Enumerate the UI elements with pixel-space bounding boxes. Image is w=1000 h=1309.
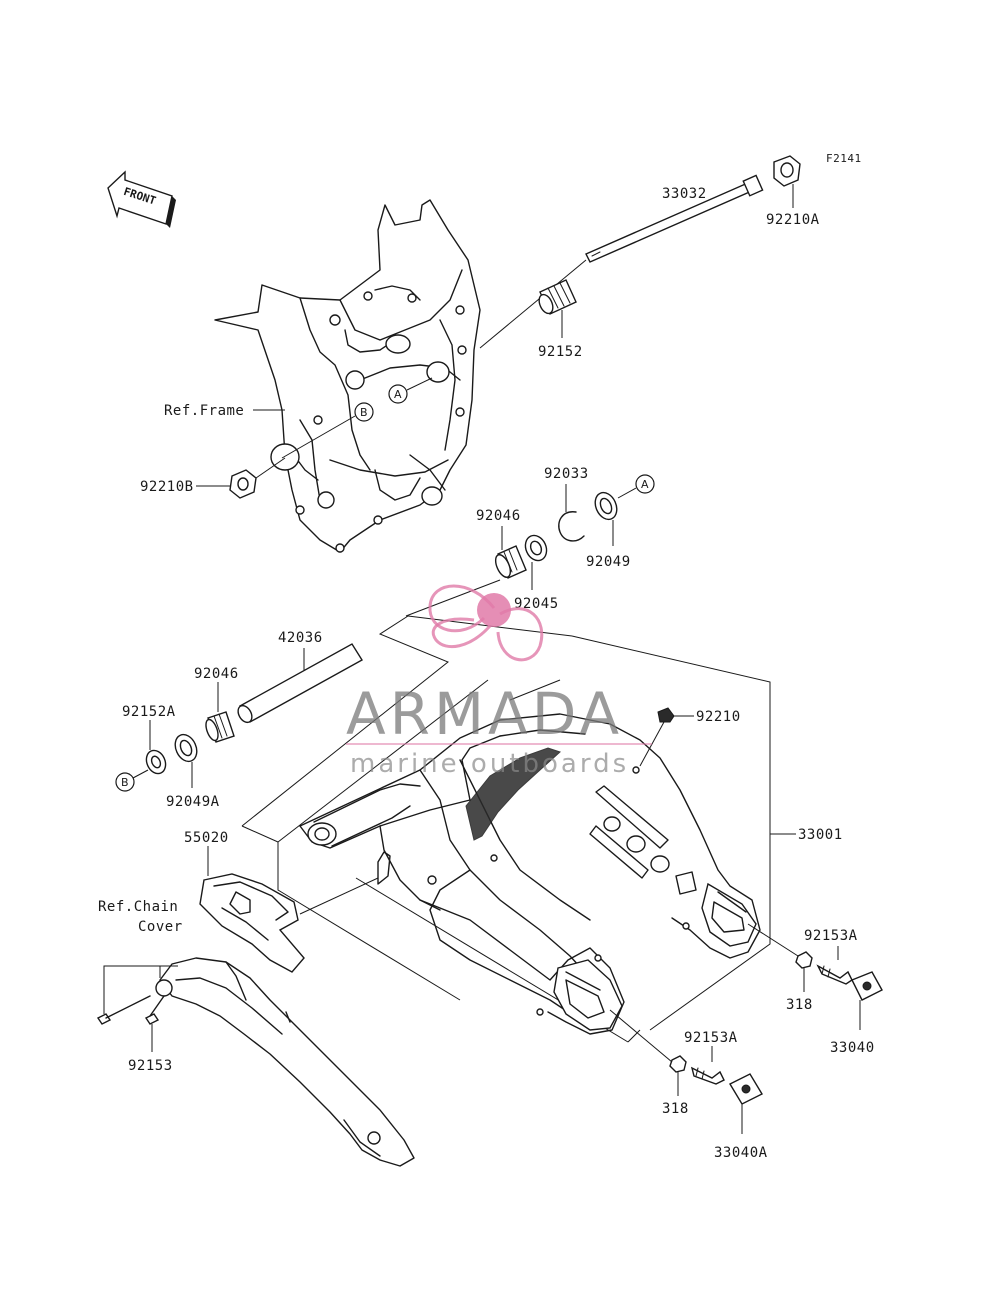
svg-text:A: A [641,478,649,491]
svg-text:B: B [360,406,368,419]
part-92046-left-label: 92046 [194,666,239,682]
part-92049a-label: 92049A [166,794,220,810]
part-92049-label: 92049 [586,554,631,570]
part-33001-bracket [571,635,796,1031]
part-33032-label: 33032 [662,186,707,202]
needle-bearing-92046-top [494,526,527,579]
pivot-shaft-33032 [479,174,764,349]
bolt-92153a-bottom [690,1046,725,1085]
part-92153a-right-label: 92153A [804,928,858,944]
collar-ref-marker-b: B [115,772,135,792]
collar-92152a [132,720,167,779]
oil-seal-92049 [594,487,637,546]
part-33001-label: 33001 [798,827,843,843]
part-318-right-label: 318 [786,997,813,1013]
frame-ref-marker-a: A [388,377,433,404]
swingarm-33001 [299,713,761,1035]
circlip-92033 [558,484,585,542]
seal-ref-marker-a: A [635,474,655,494]
frame-ref-marker-b: B [281,402,374,459]
adjuster-33040 [851,971,883,1030]
part-92152-label: 92152 [538,344,583,360]
sleeve-42036 [237,643,363,724]
left-axle-leader [609,1009,673,1063]
adjuster-33040a [729,1073,763,1134]
needle-bearing-92046-left [205,682,235,743]
armada-watermark: ARMADA marine outboards [346,584,652,779]
part-92210b-label: 92210B [140,479,194,495]
chain-cover-ref [155,957,415,1167]
part-33040a-label: 33040A [714,1145,768,1161]
collar-92152 [538,279,577,338]
part-33040-label: 33040 [830,1040,875,1056]
svg-text:A: A [394,388,402,401]
svg-text:B: B [121,776,129,789]
part-92210a-label: 92210A [766,212,820,228]
grease-nipple-92210 [639,707,694,767]
axle-slot-left [553,959,623,1031]
right-axle-leader [747,923,799,957]
nut-92210a [773,155,801,208]
part-92033-label: 92033 [544,466,589,482]
frame-outline [214,199,481,553]
nut-318-bottom [669,1055,687,1096]
part-318-bottom-label: 318 [662,1101,689,1117]
part-55020-label: 55020 [184,830,229,846]
bolt-92153a-right [816,946,853,985]
ref-chain-cover-label-1: Ref.Chain [98,899,178,915]
bolt-92153-a [96,995,151,1025]
bolt-92153-b [144,995,165,1052]
ball-bearing-92045 [524,534,548,590]
part-42036-label: 42036 [278,630,323,646]
part-92153-label: 92153 [128,1058,173,1074]
part-92046-top-label: 92046 [476,508,521,524]
watermark-subtitle: marine outboards [350,749,629,779]
part-92153a-bottom-label: 92153A [684,1030,738,1046]
ref-frame-label: Ref.Frame [164,403,244,419]
axle-slot-right [701,882,757,947]
front-arrow-icon: FRONT [107,170,176,228]
propeller-logo-icon [428,584,544,662]
figure-code: F2141 [826,152,862,165]
chain-guard-55020 [199,846,379,973]
nut-92210b [196,457,286,499]
chain-cover-bracket [103,965,178,1014]
oil-seal-92049a [174,733,198,788]
bearing-leader [405,579,501,617]
ref-chain-cover-label-2: Cover [138,919,183,935]
nut-318-right [795,951,813,992]
part-92152a-label: 92152A [122,704,176,720]
watermark-title: ARMADA [346,680,623,748]
part-92210-label: 92210 [696,709,741,725]
